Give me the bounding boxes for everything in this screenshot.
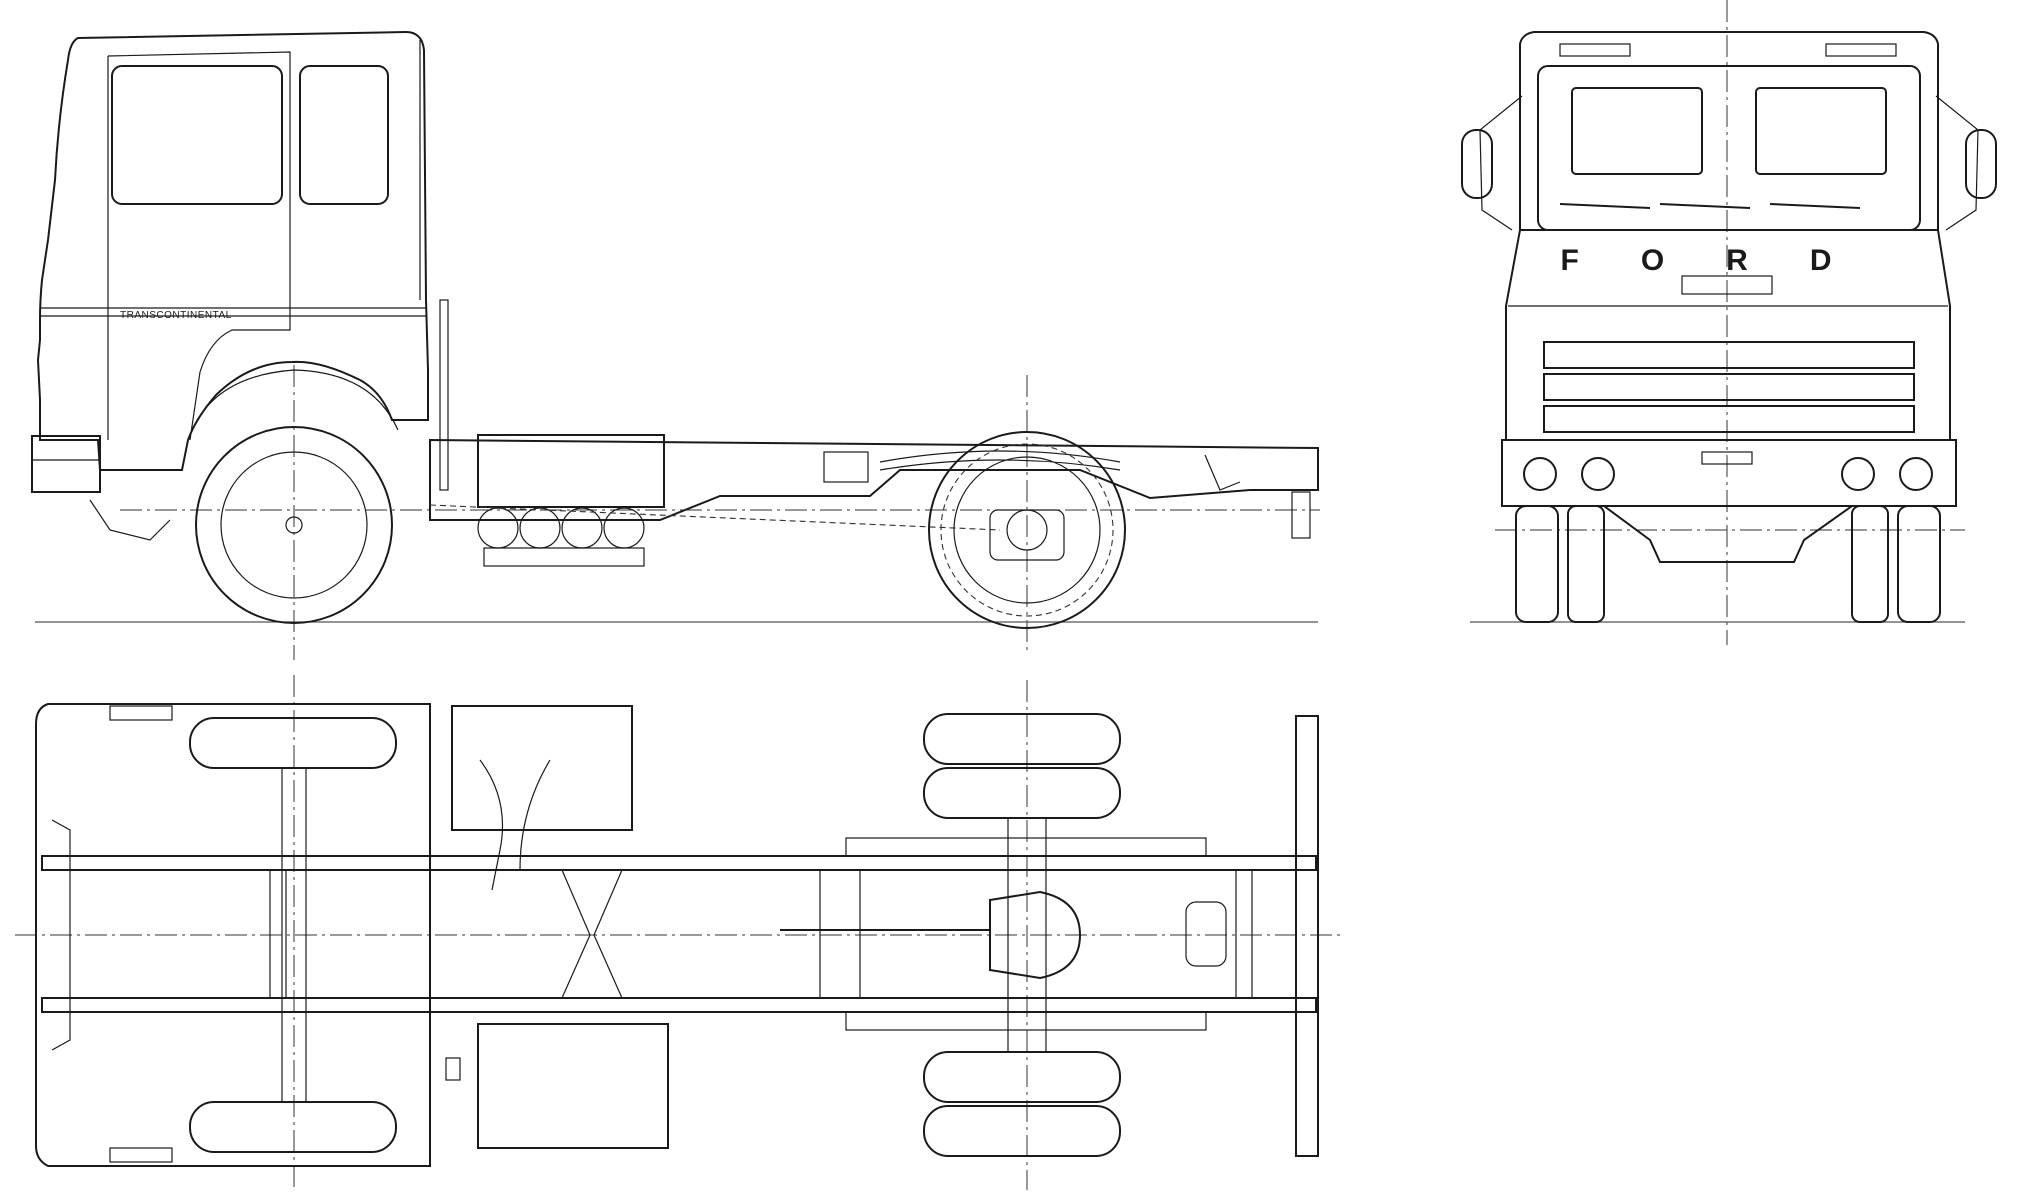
air-tank-2 [519, 507, 561, 549]
plan-rear-wheel-l-inner [923, 767, 1121, 819]
spring-hanger [823, 451, 869, 483]
front-wheel-tire [195, 426, 393, 624]
plan-rear-wheel-r-outer [923, 1105, 1121, 1157]
front-wheel-arch [187, 369, 399, 441]
rear-leaf-spring-2 [879, 459, 1121, 471]
wiper-right [1769, 203, 1861, 209]
battery-box [477, 434, 665, 508]
roof-lamp-right [1825, 43, 1897, 57]
rear-wheel-tire [928, 431, 1126, 629]
tank-cradle [483, 547, 645, 567]
ford-badge: FORD [1561, 244, 1894, 277]
ford-badge-text: FORD [1561, 244, 1894, 277]
plan-mirror-right [109, 1147, 173, 1163]
mirror-arm-right [1935, 95, 1979, 231]
front-view: FORD [1461, 0, 1997, 645]
plan-hose-1 [479, 759, 503, 891]
plan-mirror-left [109, 705, 173, 721]
plan-front-wheel-left [189, 717, 397, 769]
plan-chassis-rail-lower [41, 997, 1317, 1013]
headlamp-right-inner [1841, 457, 1875, 491]
tow-hook-slot [1701, 451, 1753, 465]
plan-rear-wheel-l-outer [923, 713, 1121, 765]
rear-wheel-rim [953, 456, 1101, 604]
plan-front-bumper [51, 819, 71, 1051]
front-windshield-frame [1537, 65, 1921, 231]
wiper-left [1559, 203, 1651, 209]
plan-crossmember-1 [269, 869, 287, 999]
front-wheel-rim [220, 451, 368, 599]
rear-differential [989, 509, 1065, 561]
mirror-right [1965, 129, 1997, 199]
plan-battery-box [477, 1023, 669, 1149]
plan-front-wheel-right [189, 1101, 397, 1153]
grille-slat-1 [1543, 341, 1915, 369]
plan-crossmember-3 [819, 869, 861, 999]
cab-outline [36, 30, 429, 471]
plan-fuel-tank [451, 705, 633, 831]
plan-rear-spring-upper [845, 837, 1207, 857]
cab-lettering: TRANSCONTINENTAL [120, 310, 232, 321]
front-view-wheel-left-inner [1567, 505, 1605, 623]
front-cab-outline [1519, 31, 1939, 231]
headlamp-right-outer [1899, 457, 1933, 491]
mirror-left [1461, 129, 1493, 199]
plan-chassis-rail-upper [41, 855, 1317, 871]
cab-step [89, 499, 171, 541]
grille-slat-2 [1543, 373, 1915, 401]
front-wheel-hub [285, 516, 303, 534]
wiper-mid [1659, 203, 1751, 209]
air-tank-1 [477, 507, 519, 549]
windshield-right [1755, 87, 1887, 175]
roof-lamp-left [1559, 43, 1631, 57]
rear-shackle [1204, 454, 1241, 491]
rear-wheel-inner-dual [940, 443, 1114, 617]
air-tank-3 [561, 507, 603, 549]
side-view: TRANSCONTINENTAL [31, 30, 1320, 660]
front-view-bumper [1501, 439, 1957, 507]
grille-slat-3 [1543, 405, 1915, 433]
plan-filler-cap [445, 1057, 461, 1081]
driveshaft-side [429, 504, 1001, 531]
plan-crossmember-4 [1235, 869, 1253, 999]
plan-rear-crossplate [1295, 715, 1319, 1157]
front-bumper [31, 435, 101, 493]
plan-hose-2 [519, 759, 551, 871]
rear-leaf-spring [879, 450, 1121, 463]
plan-x-crossmember [561, 869, 623, 999]
headlamp-left-outer [1523, 457, 1557, 491]
plan-differential [989, 890, 1082, 980]
plan-rear-wheel-r-inner [923, 1051, 1121, 1103]
cab-door-window [299, 65, 389, 205]
front-view-wheel-right-inner [1851, 505, 1889, 623]
plan-spare-wheel-carrier [1185, 901, 1227, 967]
front-view-wheel-left [1515, 505, 1559, 623]
chassis-rail-side [429, 438, 1319, 521]
exhaust-stack [439, 299, 449, 491]
plan-cab-outline [35, 703, 431, 1167]
front-view-wheel-right [1897, 505, 1941, 623]
tail-lamp [1291, 491, 1311, 539]
mirror-arm-left [1479, 95, 1523, 231]
cab-door-outline [107, 51, 291, 441]
plan-rear-spring-lower [845, 1011, 1207, 1031]
windshield-left [1571, 87, 1703, 175]
top-view [15, 675, 1345, 1190]
grille-emblem-bars [1681, 275, 1773, 295]
cab-front-window [111, 65, 283, 205]
front-axle-beam [1603, 505, 1853, 563]
headlamp-left-inner [1581, 457, 1615, 491]
